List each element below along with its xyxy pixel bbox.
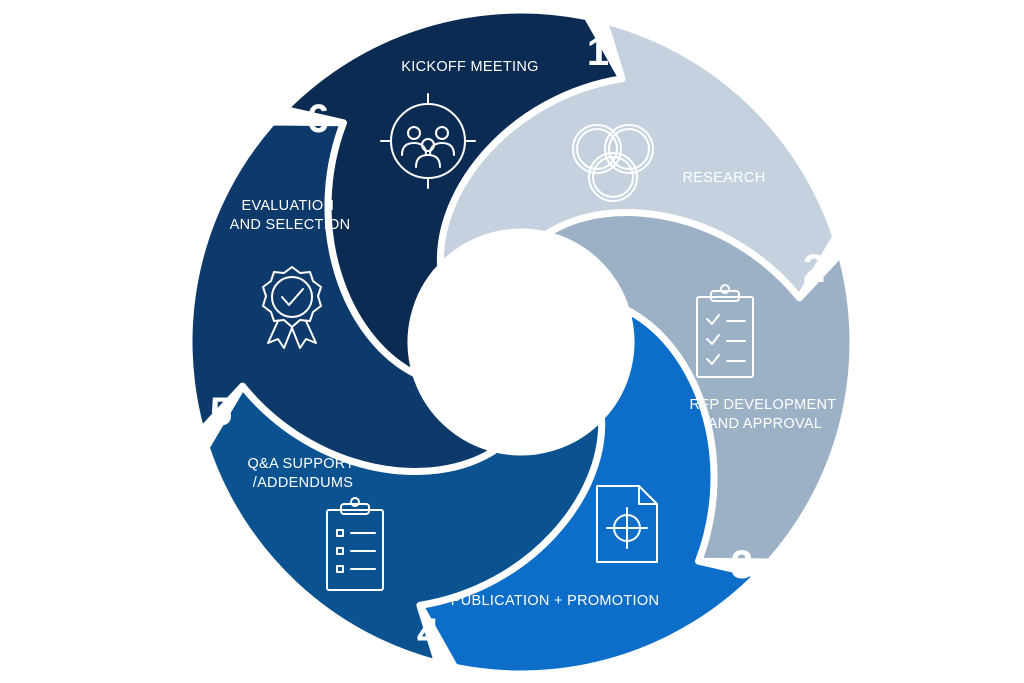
step-1-label-line-1: KICKOFF MEETING <box>401 59 538 75</box>
step-6-label-line-2: AND SELECTION <box>230 217 351 233</box>
step-3-number: 3 <box>731 543 753 587</box>
team-target-icon <box>380 93 476 189</box>
step-1-number: 1 <box>587 30 609 74</box>
step-2-number: 2 <box>803 247 825 291</box>
segment-6-evaluation[interactable] <box>280 6 626 378</box>
step-2-label-line-1: RESEARCH <box>683 170 766 186</box>
step-5-label: Q&A SUPPORT /ADDENDUMS <box>247 456 358 491</box>
step-4-label-line-1: PUBLICATION + PROMOTION <box>451 593 659 609</box>
clipboard-list-icon <box>326 497 384 591</box>
step-3-label-line-2: AND APPROVAL <box>708 416 823 432</box>
step-5-number: 5 <box>210 390 232 434</box>
step-5-label-line-1: Q&A SUPPORT <box>247 456 354 472</box>
step-2-label: RESEARCH <box>683 170 766 186</box>
step-3-label-line-1: RFP DEVELOPMENT <box>690 397 837 413</box>
document-target-icon <box>596 485 658 563</box>
step-6-label-line-1: EVALUATION <box>241 198 334 214</box>
step-1-label: KICKOFF MEETING <box>401 59 538 75</box>
segments-layer <box>185 6 857 678</box>
overlapping-circles-icon <box>572 124 654 202</box>
award-badge-icon <box>262 266 322 349</box>
clipboard-checklist-icon <box>696 284 754 378</box>
step-3-label: RFP DEVELOPMENT AND APPROVAL <box>690 397 841 432</box>
step-5-label-line-2: /ADDENDUMS <box>253 475 353 491</box>
step-6-label: EVALUATION AND SELECTION <box>230 198 351 233</box>
step-4-number: 4 <box>417 611 440 655</box>
step-6-number: 6 <box>307 97 329 141</box>
step-4-label: PUBLICATION + PROMOTION <box>451 593 659 609</box>
